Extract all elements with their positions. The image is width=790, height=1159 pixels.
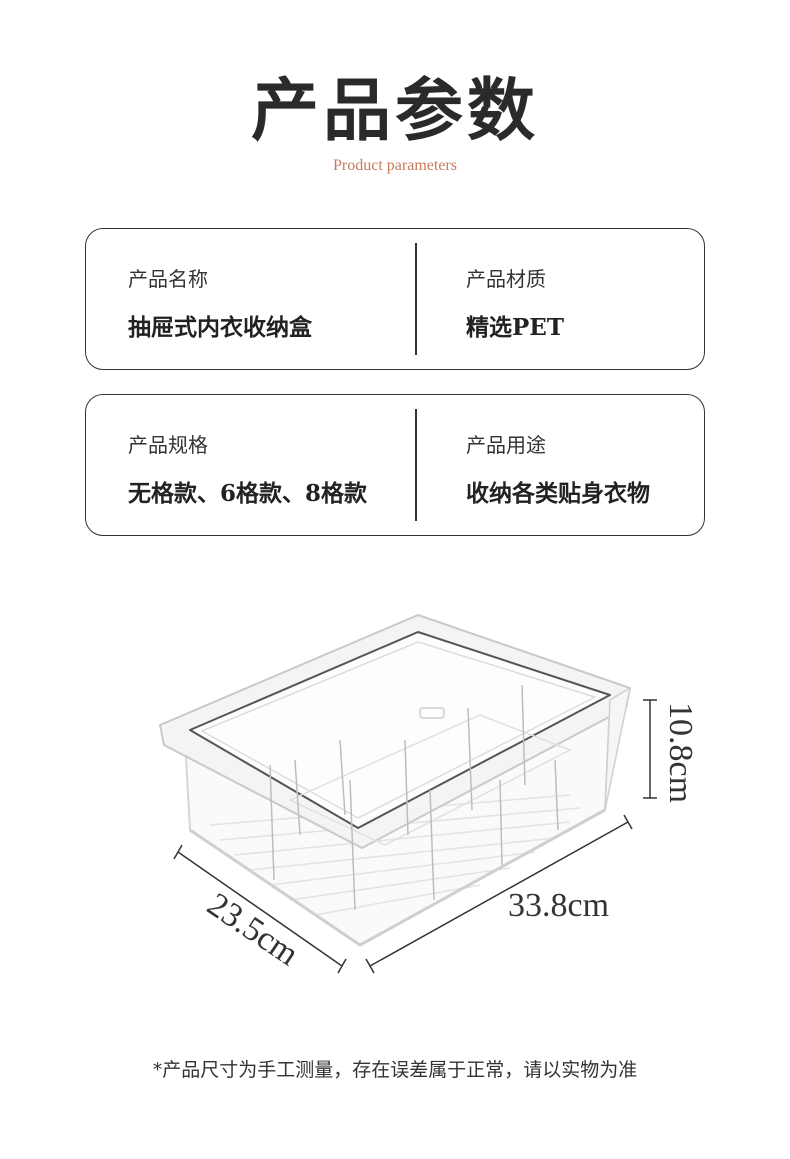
- height-dimension-line: [643, 699, 657, 799]
- param-usage-label: 产品用途: [466, 433, 546, 457]
- product-diagram: 10.8cm 23.5cm 33.8cm: [159, 614, 699, 974]
- param-spec: 产品规格 无格款、6格款、8格款: [128, 429, 367, 508]
- width-dimension-line: [173, 844, 347, 974]
- param-spec-value: 无格款、6格款、8格款: [128, 480, 368, 507]
- param-card-2: 产品规格 无格款、6格款、8格款 产品用途 收纳各类贴身衣物: [85, 394, 705, 536]
- param-name-value: 抽屉式内衣收纳盒: [128, 314, 312, 341]
- length-dimension-line: [365, 814, 633, 974]
- card-divider: [415, 243, 417, 355]
- param-name: 产品名称 抽屉式内衣收纳盒: [128, 263, 312, 342]
- page-title: 产品参数: [250, 71, 539, 151]
- card-divider: [415, 409, 417, 521]
- param-material: 产品材质 精选PET: [466, 263, 564, 342]
- param-material-label: 产品材质: [466, 267, 546, 291]
- page-subtitle: Product parameters: [333, 157, 457, 174]
- storage-box-drawing: [159, 614, 631, 947]
- param-name-label: 产品名称: [128, 267, 208, 291]
- param-material-value: 精选PET: [466, 314, 564, 341]
- footnote: *产品尺寸为手工测量，存在误差属于正常，请以实物为准: [152, 1059, 638, 1081]
- param-card-1: 产品名称 抽屉式内衣收纳盒 产品材质 精选PET: [85, 228, 705, 370]
- height-label: 10.8cm: [662, 702, 699, 803]
- length-label: 33.8cm: [508, 887, 609, 924]
- param-usage: 产品用途 收纳各类贴身衣物: [466, 429, 650, 508]
- param-usage-value: 收纳各类贴身衣物: [466, 480, 650, 507]
- param-spec-label: 产品规格: [128, 433, 208, 457]
